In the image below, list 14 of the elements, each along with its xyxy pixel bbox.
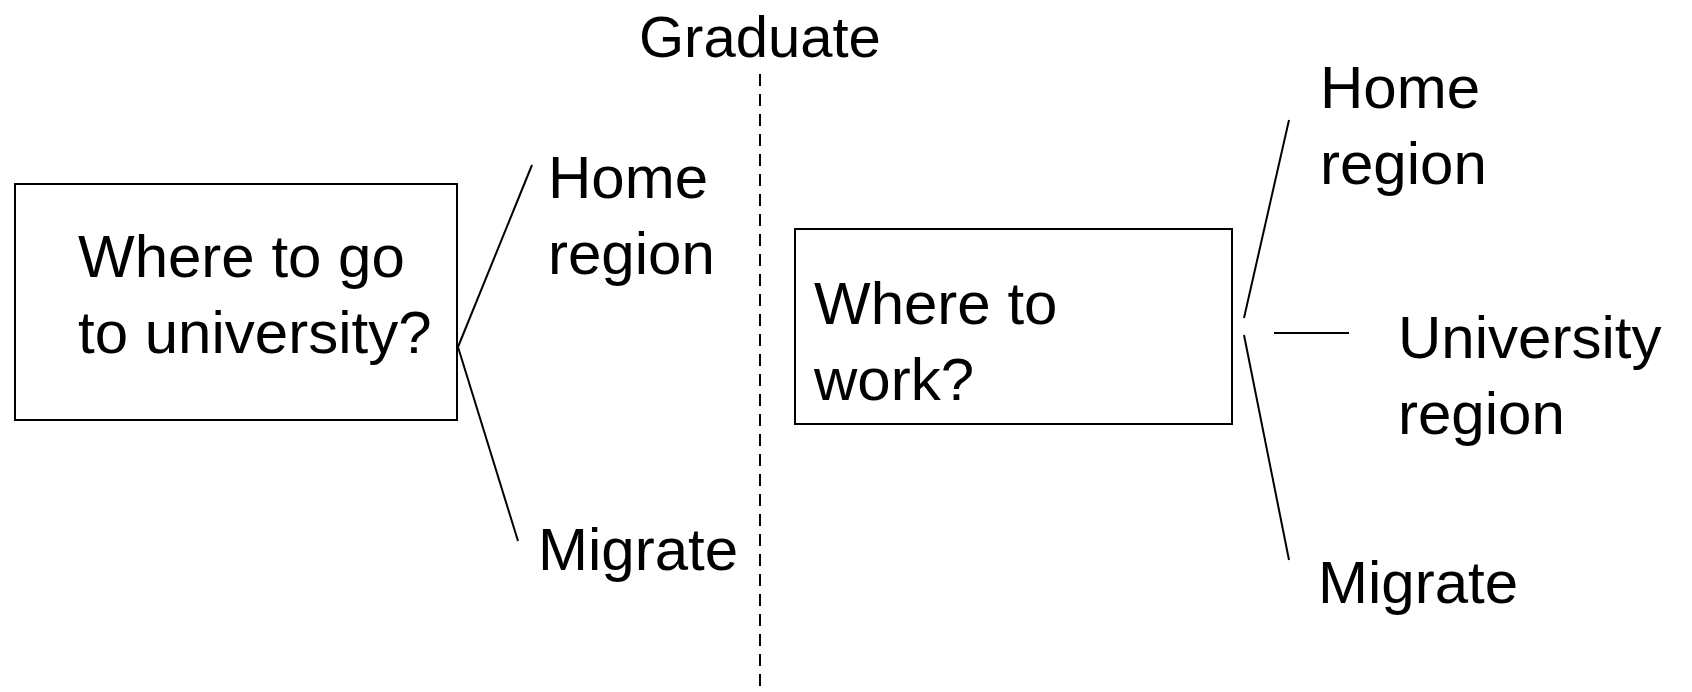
connector-line — [1243, 119, 1290, 319]
option-text: Home region — [1320, 50, 1510, 202]
option-text: Home region — [548, 140, 738, 292]
connector-line — [457, 164, 533, 348]
stage-label: Graduate — [639, 4, 881, 70]
connector-line — [1273, 332, 1350, 334]
question-text: Where to go to university? — [78, 222, 433, 368]
question-text: Where to work? — [814, 269, 1059, 415]
option-text: Migrate — [538, 512, 756, 588]
option-text: Migrate — [1318, 545, 1536, 621]
option-text: University region — [1398, 300, 1688, 452]
question-box — [14, 183, 458, 421]
question-box — [794, 228, 1233, 425]
connector-line — [1243, 334, 1290, 561]
